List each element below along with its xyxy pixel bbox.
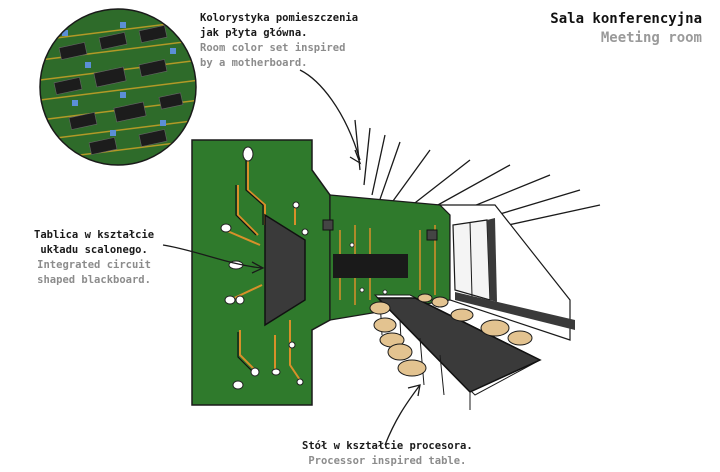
color-scheme-en-2: by a motherboard. xyxy=(200,57,308,69)
left-wall xyxy=(191,139,331,406)
color-scheme-en-1: Room color set inspired xyxy=(200,42,346,54)
blackboard-en-1: Integrated circuit xyxy=(37,259,151,271)
blackboard-pl-1: Tablica w kształcie xyxy=(34,229,155,241)
blackboard-annotation: Tablica w kształcie układu scalonego. In… xyxy=(34,228,154,288)
page-subtitle: Meeting room xyxy=(600,30,702,46)
wall-screen xyxy=(333,254,408,278)
table-pl-1: Stół w kształcie procesora. xyxy=(302,440,473,452)
blackboard-pl-2: układu scalonego. xyxy=(40,244,148,256)
table-area xyxy=(373,294,542,410)
blackboard-en-2: shaped blackboard. xyxy=(37,274,151,286)
motherboard-photo xyxy=(40,9,196,165)
table-en-1: Processor inspired table. xyxy=(308,455,467,467)
table-annotation: Stół w kształcie procesora. Processor in… xyxy=(302,439,473,469)
page-title: Sala konferencyjna xyxy=(550,11,702,27)
annotation-leaders xyxy=(162,69,421,446)
processor-table xyxy=(376,297,542,393)
color-scheme-annotation: Kolorystyka pomieszczenia jak płyta głów… xyxy=(200,11,358,71)
chairs xyxy=(369,293,533,377)
ic-blackboard xyxy=(264,213,306,327)
color-scheme-pl-1: Kolorystyka pomieszczenia xyxy=(200,12,359,24)
back-wall xyxy=(322,194,451,321)
title-block: Sala konferencyjna Meeting room xyxy=(550,10,702,48)
right-wall xyxy=(438,204,575,341)
color-scheme-pl-2: jak płyta główna. xyxy=(200,27,308,39)
